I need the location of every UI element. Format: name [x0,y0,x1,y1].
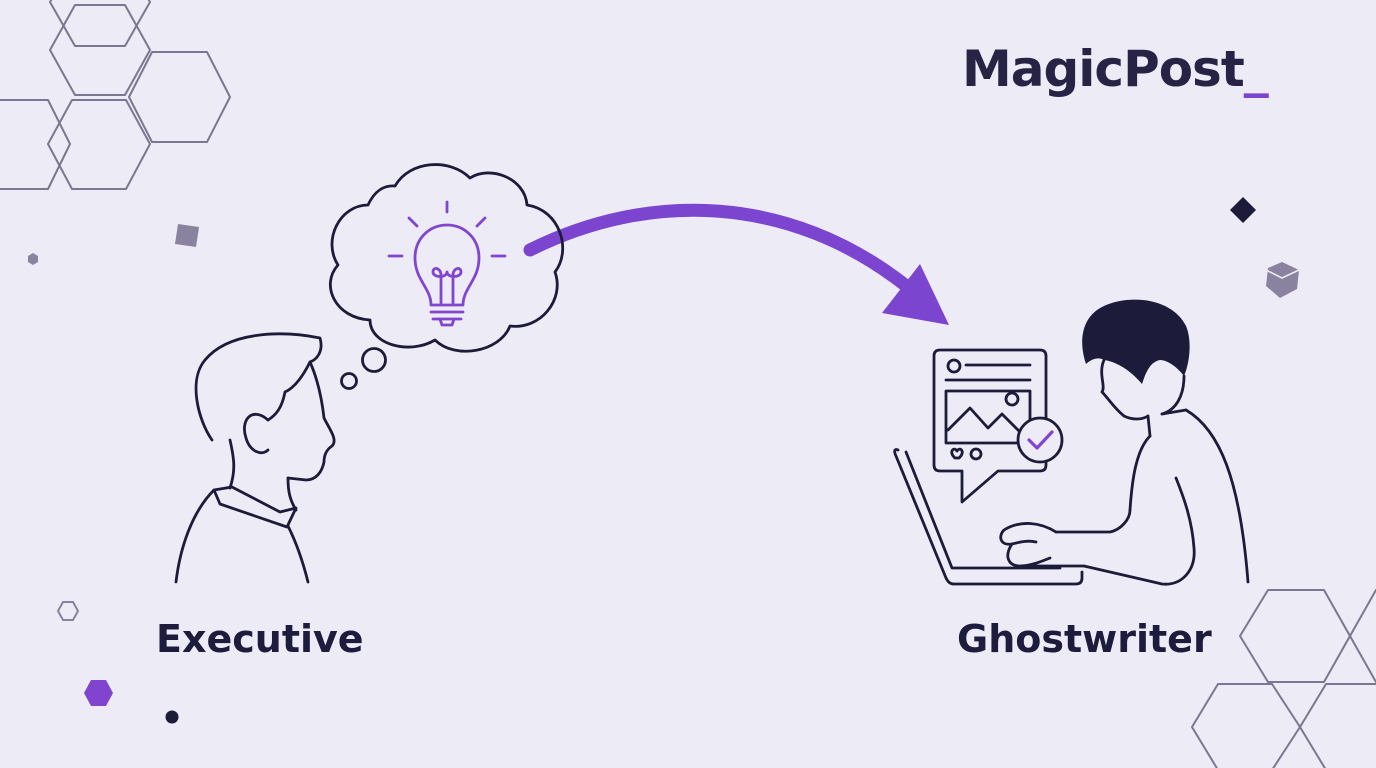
decor-square-gray [175,224,199,247]
post-comment-icon [969,447,983,461]
hexagon-network-bottom-right [1191,589,1376,768]
hexagon-outline [49,0,151,47]
arrow-icon [523,203,949,325]
brand-logo: MagicPost_ [962,44,1269,94]
ghostwriter-neck [1146,408,1188,438]
ghostwriter-back-head [1160,374,1186,416]
checkmark-tick [1027,430,1054,450]
lightbulb-glass [413,223,481,307]
decor-dot-dark [165,710,179,724]
decor-dot-gray [28,253,38,265]
thought-bubble-small [340,372,358,390]
lightbulb-ray [475,216,487,228]
social-post-icon [932,348,1064,504]
executive-figure [174,332,336,584]
post-image-sun [1004,391,1020,407]
thought-cloud-outline [328,163,564,353]
decor-hex-purple [84,680,113,706]
brand-cursor: _ [1243,40,1269,98]
arrow-shaft [523,203,912,292]
hexagon-outline [0,99,71,190]
lightbulb-filament [431,267,463,305]
executive-neck [228,438,298,512]
hexagon-outline [1299,683,1376,768]
post-avatar [946,358,962,374]
executive-collar [212,485,298,529]
ghostwriter-hand [999,522,1086,568]
ghostwriter-figure [893,299,1250,586]
post-image-frame [944,389,1032,445]
hexagon-outline [47,99,151,190]
ghostwriter-arm [1054,476,1196,586]
decorative-shapes [28,197,1300,724]
post-like-icon [950,447,964,460]
post-card-frame [932,348,1048,504]
checkmark-badge-circle [1016,416,1064,464]
hexagon-outline [1191,683,1301,768]
ghostwriter-torso [1128,408,1250,584]
hexagon-network-top-left [0,0,231,190]
laptop-screen-inner [904,450,1062,570]
thought-cloud-icon [328,163,564,390]
ghostwriter-label: Ghostwriter [957,617,1212,661]
arrow-head [882,264,949,325]
executive-label: Executive [156,617,364,661]
checkmark-badge-icon [1016,416,1064,464]
lightbulb-icon [387,200,507,327]
decor-cube-edges [1265,269,1300,279]
post-image-mountains [946,406,1022,434]
decor-hex-outline [56,601,80,621]
decor-cube-gray [1266,262,1299,298]
executive-face [286,360,336,482]
executive-ear [243,412,270,455]
hexagon-outline [49,4,151,96]
hexagon-outline [1239,589,1351,683]
hexagon-outline [128,51,231,143]
executive-hair [194,332,323,442]
lightbulb-ray [407,216,419,228]
laptop-screen [893,448,1084,586]
hexagon-outline [1349,589,1376,683]
ghostwriter-hair [1082,299,1190,384]
thought-bubble-large [361,347,387,373]
executive-shoulders [174,488,310,584]
ghostwriter-face [1100,358,1150,421]
brand-name: MagicPost [962,40,1245,98]
lightbulb-tip [438,317,456,327]
decor-diamond-dark [1230,197,1256,223]
